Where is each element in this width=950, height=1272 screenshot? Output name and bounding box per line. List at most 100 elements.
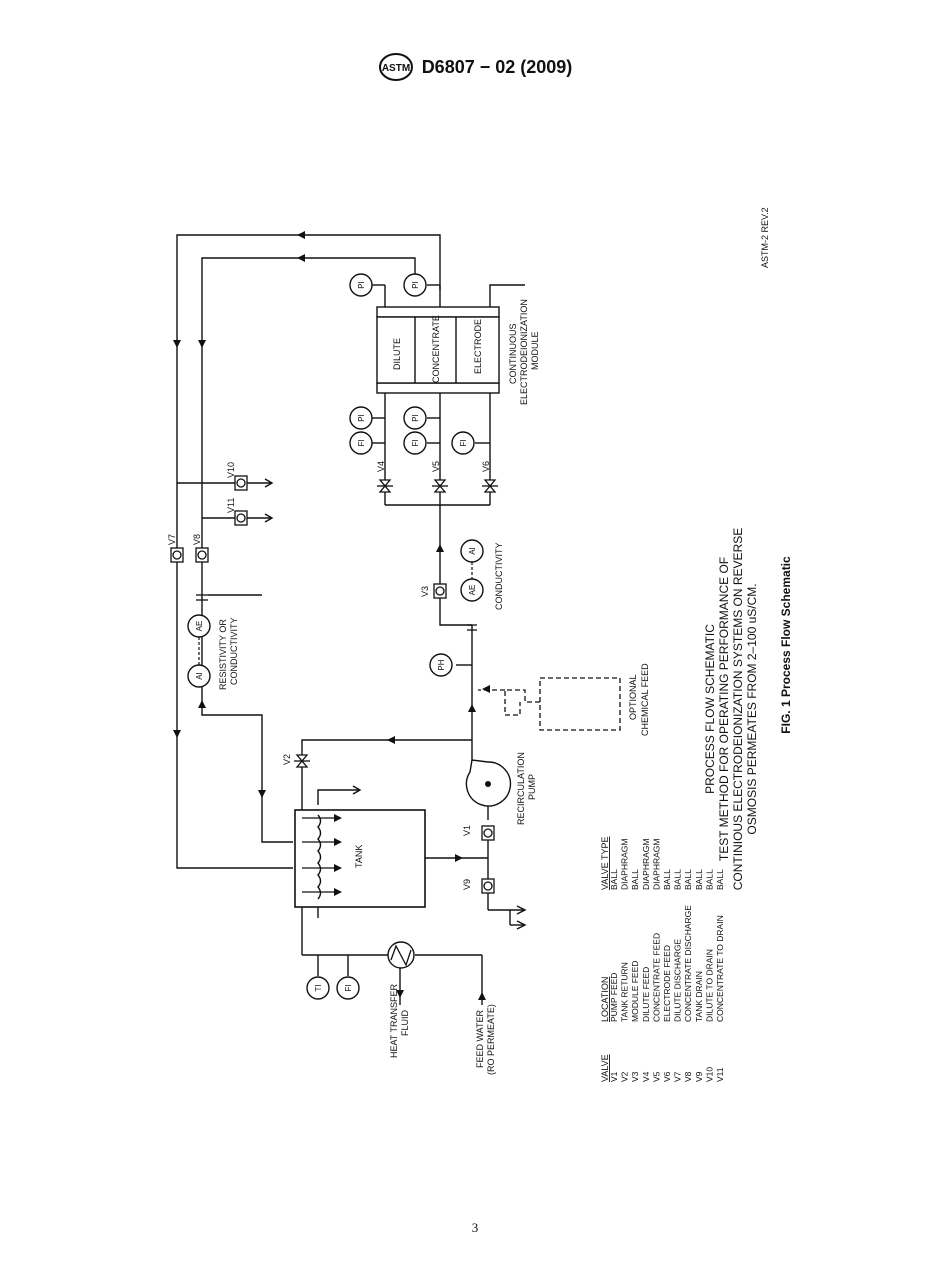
table-cell-location: DILUTE FEED	[641, 967, 651, 1022]
optional-label-1: OPTIONAL	[628, 674, 638, 720]
revision-label: ASTM-2 REV.2	[760, 207, 770, 268]
valves	[170, 475, 498, 894]
v10-label: V10	[226, 462, 236, 478]
v8-label: V8	[192, 534, 202, 545]
table-cell-location: DILUTE TO DRAIN	[704, 949, 714, 1022]
table-cell-location: DILUTE DISCHARGE	[673, 939, 683, 1022]
astm-logo-icon: ASTM	[378, 53, 413, 81]
v3-label: V3	[420, 586, 430, 597]
caption-line-4: OSMOSIS PERMEATES FROM 2–100 uS/CM.	[745, 583, 759, 834]
v2-label: V2	[282, 754, 292, 765]
instrument-bubbles	[187, 273, 484, 1000]
table-cell-type: BALL	[673, 869, 683, 890]
caption-line-2: TEST METHOD FOR OPERATING PERFORMANCE OF	[717, 557, 731, 861]
piping	[176, 234, 525, 1005]
edi-module: DILUTE CONCENTRATE ELECTRODE CONTINUOUS …	[376, 299, 540, 405]
table-cell-valve: V4	[641, 1071, 651, 1082]
module-label-3: MODULE	[530, 331, 540, 370]
v6-label: V6	[481, 461, 491, 472]
caption-line-3: CONTINIOUS ELECTRODEIONIZATION SYSTEMS O…	[731, 528, 745, 891]
pump-label-1: RECIRCULATION	[516, 752, 526, 825]
v11-label: V11	[226, 498, 236, 513]
document-title: D6807 − 02 (2009)	[421, 56, 573, 77]
ai-2: AI	[195, 672, 204, 680]
fi-3: FI	[459, 439, 468, 446]
resistivity-label-2: CONDUCTIVITY	[229, 618, 239, 686]
table-header-type: VALVE TYPE	[600, 836, 610, 890]
pi-1: PI	[357, 281, 366, 289]
table-cell-valve: V2	[620, 1071, 630, 1082]
table-cell-type: DIAPHRAGM	[620, 839, 630, 890]
table-cell-valve: V10	[704, 1067, 714, 1082]
module-label-1: CONTINUOUS	[508, 324, 518, 385]
page-header: ASTM D6807 − 02 (2009)	[0, 52, 950, 87]
valve-table: VALVE LOCATION VALVE TYPE V1 PUMP FEED BAL…	[600, 836, 725, 1082]
figure-caption: FIG. 1 Process Flow Schematic	[779, 556, 793, 734]
table-header-valve: VALVE	[600, 1054, 610, 1082]
table-cell-valve: V8	[683, 1071, 693, 1082]
heat-label-1: HEAT TRANSFER	[389, 983, 399, 1058]
table-cell-location: CONCENTRATE TO DRAIN	[715, 915, 725, 1022]
v4-label: V4	[376, 461, 386, 472]
page-number: 3	[471, 1220, 479, 1235]
table-cell-valve: V11	[715, 1067, 725, 1082]
table-cell-type: BALL	[630, 869, 640, 890]
table-cell-type: DIAPHRAGM	[641, 839, 651, 890]
table-cell-valve: V9	[694, 1071, 704, 1082]
table-cell-location: TANK RETURN	[620, 962, 630, 1022]
feed-label-2: (RO PERMEATE)	[486, 1004, 496, 1075]
ae-2: AE	[195, 621, 204, 632]
ti-1: TI	[314, 984, 323, 991]
table-cell-location: TANK DRAIN	[694, 971, 704, 1022]
chamber-dilute: DILUTE	[392, 338, 402, 370]
v9-label: V9	[462, 879, 472, 890]
table-cell-type: BALL	[704, 869, 714, 890]
caption-block: PROCESS FLOW SCHEMATIC TEST METHOD FOR O…	[703, 528, 759, 891]
fi-4: FI	[344, 984, 353, 991]
table-cell-type: BALL	[662, 869, 672, 890]
tank: TANK	[294, 809, 426, 908]
pi-2: PI	[411, 281, 420, 289]
caption-line-1: PROCESS FLOW SCHEMATIC	[703, 624, 717, 794]
table-cell-location: MODULE FEED	[630, 961, 640, 1022]
pi-3: PI	[357, 414, 366, 422]
heat-label-2: FLUID	[400, 1009, 410, 1036]
optional-label-2: CHEMICAL FEED	[640, 663, 650, 736]
table-cell-valve: V7	[673, 1071, 683, 1082]
table-cell-location: ELECTRODE FEED	[662, 945, 672, 1022]
resistivity-label-1: RESISTIVITY OR	[218, 619, 228, 690]
table-cell-type: BALL	[609, 869, 619, 890]
chamber-electrode: ELECTRODE	[473, 319, 483, 374]
ae-1: AE	[468, 585, 477, 596]
table-cell-valve: V6	[662, 1071, 672, 1082]
svg-text:ASTM: ASTM	[382, 63, 410, 74]
table-cell-type: BALL	[694, 869, 704, 890]
table-cell-valve: V5	[651, 1071, 661, 1082]
pump-label-2: PUMP	[527, 774, 537, 800]
module-label-2: ELECTRODEIONIZATION	[519, 299, 529, 405]
ph-1: PH	[437, 659, 446, 670]
conductivity-label: CONDUCTIVITY	[494, 543, 504, 611]
table-cell-location: PUMP FEED	[609, 973, 619, 1022]
heat-exchanger	[387, 941, 415, 969]
feed-label-1: FEED WATER	[475, 1010, 485, 1068]
recirculation-pump	[465, 759, 512, 807]
pi-4: PI	[411, 414, 420, 422]
v1-label: V1	[462, 825, 472, 836]
table-cell-type: DIAPHRAGM	[651, 839, 661, 890]
table-header-location: LOCATION	[600, 977, 610, 1022]
fi-2: FI	[411, 439, 420, 446]
table-cell-type: BALL	[715, 869, 725, 890]
v5-label: V5	[431, 461, 441, 472]
fi-1: FI	[357, 439, 366, 446]
table-cell-type: BALL	[683, 869, 693, 890]
table-cell-location: CONCENTRATE FEED	[651, 933, 661, 1022]
tank-label: TANK	[354, 845, 364, 868]
ai-1: AI	[468, 547, 477, 555]
table-cell-valve: V1	[609, 1071, 619, 1082]
table-cell-location: CONCENTRATE DISCHARGE	[683, 905, 693, 1022]
chamber-concentrate: CONCENTRATE	[431, 315, 441, 383]
v7-label: V7	[167, 534, 177, 545]
chemical-feed-dashed	[478, 677, 621, 731]
